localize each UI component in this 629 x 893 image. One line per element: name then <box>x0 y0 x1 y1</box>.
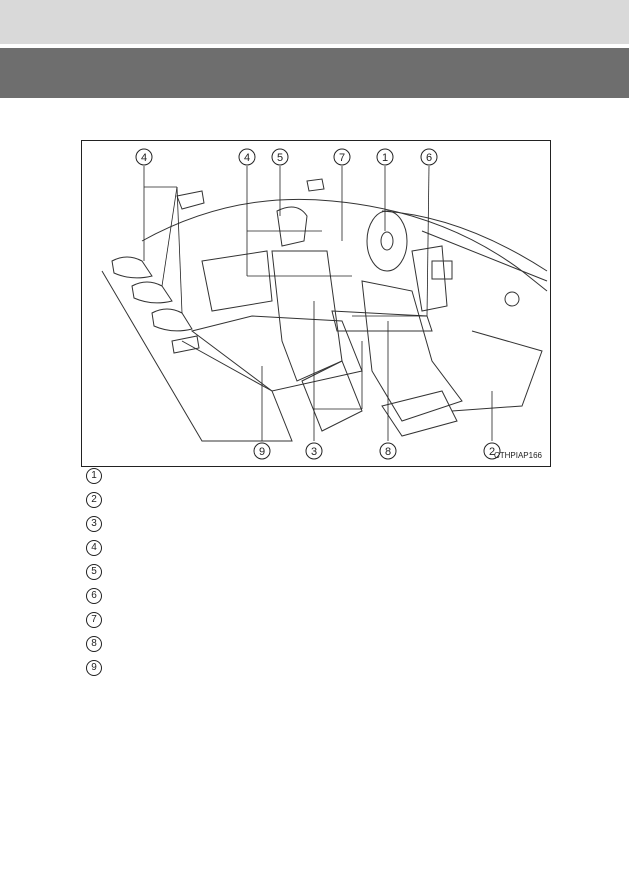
callout-4-rear: 4 <box>135 148 153 166</box>
callout-label: 9 <box>259 446 265 458</box>
legend-item-8: 8 <box>86 636 102 652</box>
page-header-band <box>0 0 629 44</box>
callout-5: 5 <box>271 148 289 166</box>
legend-item-1: 1 <box>86 468 102 484</box>
callout-8: 8 <box>379 442 397 460</box>
callout-label: 5 <box>277 152 283 164</box>
legend-item-4: 4 <box>86 540 102 556</box>
callout-6: 6 <box>420 148 438 166</box>
legend-item-7: 7 <box>86 612 102 628</box>
legend-item-5: 5 <box>86 564 102 580</box>
section-title-band <box>0 48 629 98</box>
callout-label: 2 <box>489 446 495 458</box>
callout-1: 1 <box>376 148 394 166</box>
callout-label: 3 <box>311 446 317 458</box>
legend-item-2: 2 <box>86 492 102 508</box>
legend-item-6: 6 <box>86 588 102 604</box>
callout-label: 1 <box>382 152 388 164</box>
callout-label: 6 <box>426 152 432 164</box>
car-interior-illustration: 4 4 5 7 1 6 9 3 <box>81 140 551 467</box>
interior-drawing <box>101 165 548 442</box>
callout-2: 2 <box>483 442 501 460</box>
callout-9: 9 <box>253 442 271 460</box>
callout-label: 4 <box>244 152 250 164</box>
callout-3: 3 <box>305 442 323 460</box>
callout-label: 7 <box>339 152 345 164</box>
callout-label: 4 <box>141 152 147 164</box>
figure-code: CTHPIAP166 <box>493 451 542 460</box>
legend-item-3: 3 <box>86 516 102 532</box>
callout-7: 7 <box>333 148 351 166</box>
callout-layer: 4 4 5 7 1 6 9 3 <box>135 148 501 460</box>
legend-item-9: 9 <box>86 660 102 676</box>
callout-label: 8 <box>385 446 391 458</box>
callout-4-front: 4 <box>238 148 256 166</box>
